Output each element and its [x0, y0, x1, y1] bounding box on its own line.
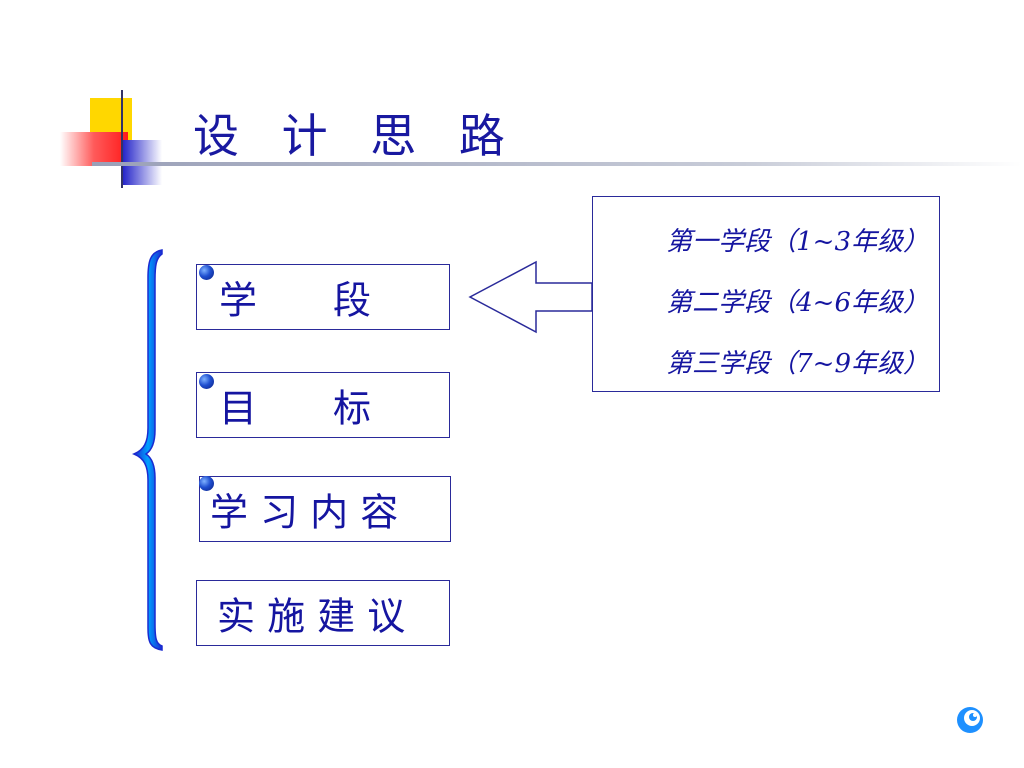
spiral-logo-icon [957, 707, 983, 733]
item-label-goal: 目 标 [219, 386, 372, 431]
page-title: 设 计 思 路 [193, 109, 519, 163]
item-box-suggestion: 实 施 建 议 [196, 580, 450, 646]
bullet-icon [199, 265, 214, 280]
item-label-suggestion: 实 施 建 议 [217, 594, 406, 639]
stage-item-3: 第三学段（7~9年级） [666, 349, 929, 379]
bullet-icon [199, 374, 214, 389]
stage-item-2: 第二学段（4~6年级） [666, 288, 929, 318]
title-divider [92, 162, 1022, 166]
stage-list-box: 第一学段（1~3年级） 第二学段（4~6年级） 第三学段（7~9年级） [592, 196, 940, 392]
left-brace [131, 249, 163, 651]
bullet-icon [199, 476, 214, 491]
header-decoration [60, 90, 162, 188]
item-box-stage: 学 段 [196, 264, 450, 330]
item-box-goal: 目 标 [196, 372, 450, 438]
item-label-stage: 学 段 [219, 278, 372, 323]
stage-arrow [468, 260, 593, 334]
item-label-content: 学 习 内 容 [210, 490, 399, 535]
stage-item-1: 第一学段（1~3年级） [666, 227, 929, 257]
item-box-content: 学 习 内 容 [199, 476, 451, 542]
